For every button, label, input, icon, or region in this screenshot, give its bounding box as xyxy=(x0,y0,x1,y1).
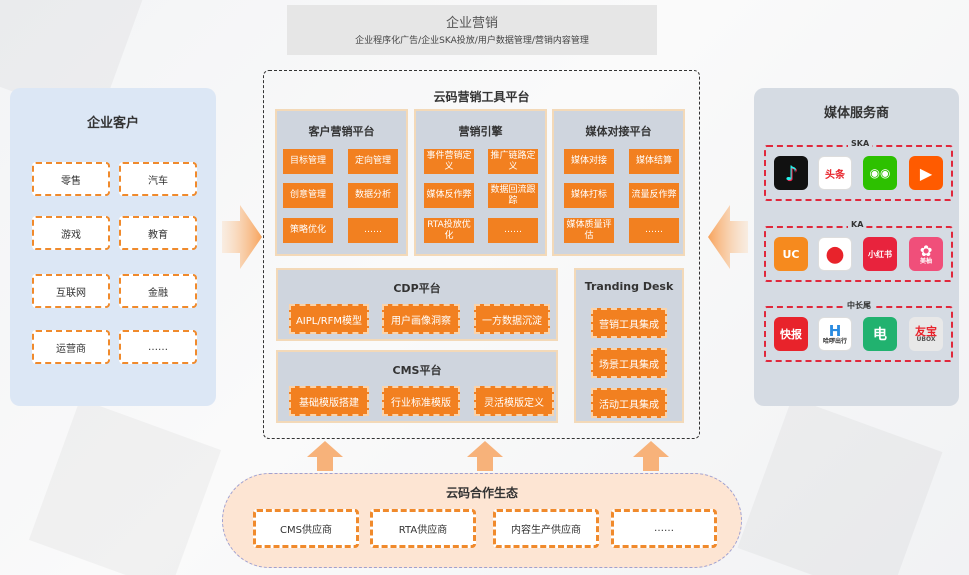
module-title: 营销引擎 xyxy=(458,125,503,138)
wechat-icon: ◉◉ xyxy=(863,156,897,190)
cms-module: CMS平台 基础模版搭建 行业标准模版 灵活模版定义 xyxy=(276,350,558,423)
marketing-engine-module: 营销引擎 事件营销定义 推广链路定义 媒体反作弊 数据回流跟踪 RTA投放优化 … xyxy=(414,109,547,256)
arrow-up-icon xyxy=(307,441,343,471)
customer-tag: 运营商 xyxy=(32,330,110,364)
customer-tag: 教育 xyxy=(119,216,197,250)
module-title: CDP平台 xyxy=(393,282,441,295)
xiaohongshu-icon: 小红书 xyxy=(863,237,897,271)
module-cell: …… xyxy=(488,218,538,243)
module-title: 客户营销平台 xyxy=(308,125,375,138)
group-label: KA xyxy=(848,220,867,229)
group-label: 中长尾 xyxy=(844,300,874,311)
module-cell: 媒体对接 xyxy=(564,149,614,174)
top-banner: 企业营销 企业程序化广告/企业SKA投放/用户数据管理/营销内容管理 xyxy=(287,5,657,55)
module-title: 媒体对接平台 xyxy=(585,125,652,138)
tomato-novel-icon: ● xyxy=(818,237,852,271)
module-cell: 策略优化 xyxy=(283,218,333,243)
meiyou-icon: ✿ 美柚 xyxy=(909,237,943,271)
module-cell: 事件营销定义 xyxy=(424,149,474,174)
yunma-marketing-platform: 云码营销工具平台 客户营销平台 目标管理 定向管理 创意管理 数据分析 策略优化… xyxy=(263,70,700,439)
media-group-long-tail: 中长尾 快报 H 哈啰出行 电 友宝 UBOX xyxy=(764,300,953,362)
module-cell: 数据回流跟踪 xyxy=(488,183,538,208)
panel-title: 媒体服务商 xyxy=(823,106,889,121)
module-cell: 活动工具集成 xyxy=(591,388,667,418)
trading-desk-module: Tranding Desk 营销工具集成 场景工具集成 活动工具集成 xyxy=(574,268,684,423)
arrow-right-icon xyxy=(222,205,262,269)
module-cell: 场景工具集成 xyxy=(591,348,667,378)
toutiao-icon: 头条 xyxy=(818,156,852,190)
cooperation-ecosystem: 云码合作生态 CMS供应商 RTA供应商 内容生产供应商 …… xyxy=(222,473,742,568)
haluo-icon: H 哈啰出行 xyxy=(818,317,852,351)
ecosystem-title: 云码合作生态 xyxy=(445,486,518,500)
media-group-ska: SKA ♪ 头条 ◉◉ ▶ xyxy=(764,139,953,201)
customer-tag: 游戏 xyxy=(32,216,110,250)
customer-tag: 汽车 xyxy=(119,162,197,196)
top-banner-subtitle: 企业程序化广告/企业SKA投放/用户数据管理/营销内容管理 xyxy=(355,36,589,46)
customer-tag: 互联网 xyxy=(32,274,110,308)
arrow-up-icon xyxy=(467,441,503,471)
module-cell: 数据分析 xyxy=(348,183,398,208)
ecosystem-tag: RTA供应商 xyxy=(370,509,476,548)
module-cell: 行业标准模版 xyxy=(382,386,460,416)
kuaibao-icon: 快报 xyxy=(774,317,808,351)
customer-tag: 金融 xyxy=(119,274,197,308)
background-decoration xyxy=(29,399,221,575)
media-group-ka: KA UC ● 小红书 ✿ 美柚 xyxy=(764,220,953,282)
customer-tag: …… xyxy=(119,330,197,364)
module-cell: 用户画像洞察 xyxy=(382,304,460,334)
kuaishou-icon: ▶ xyxy=(909,156,943,190)
enterprise-customers-panel: 企业客户 零售 汽车 游戏 教育 互联网 金融 运营商 …… xyxy=(10,88,216,406)
ecosystem-tag: CMS供应商 xyxy=(253,509,359,548)
panel-title: 企业客户 xyxy=(86,116,139,131)
top-banner-title: 企业营销 xyxy=(445,16,498,31)
module-cell: 流量反作弊 xyxy=(629,183,679,208)
module-cell: AIPL/RFM模型 xyxy=(289,304,369,334)
dianxin-icon: 电 xyxy=(863,317,897,351)
module-cell: 营销工具集成 xyxy=(591,308,667,338)
ecosystem-tag: 内容生产供应商 xyxy=(493,509,599,548)
module-title: Tranding Desk xyxy=(584,280,674,293)
arrow-up-icon xyxy=(633,441,669,471)
customer-marketing-module: 客户营销平台 目标管理 定向管理 创意管理 数据分析 策略优化 …… xyxy=(275,109,408,256)
group-label: SKA xyxy=(848,139,873,148)
module-cell: …… xyxy=(629,218,679,243)
module-cell: 推广链路定义 xyxy=(488,149,538,174)
media-providers-panel: 媒体服务商 SKA ♪ 头条 ◉◉ ▶ KA UC ● 小红书 ✿ 美柚 xyxy=(754,88,959,406)
module-cell: 灵活模版定义 xyxy=(474,386,554,416)
cdp-module: CDP平台 AIPL/RFM模型 用户画像洞察 一方数据沉淀 xyxy=(276,268,558,341)
youbao-icon: 友宝 UBOX xyxy=(909,317,943,351)
uc-browser-icon: UC xyxy=(774,237,808,271)
module-cell: …… xyxy=(348,218,398,243)
module-cell: 媒体质量评估 xyxy=(564,218,614,243)
customer-tag: 零售 xyxy=(32,162,110,196)
module-cell: 定向管理 xyxy=(348,149,398,174)
module-cell: 一方数据沉淀 xyxy=(474,304,550,334)
module-title: CMS平台 xyxy=(392,364,442,377)
media-docking-module: 媒体对接平台 媒体对接 媒体结算 媒体打标 流量反作弊 媒体质量评估 …… xyxy=(552,109,685,256)
module-cell: 媒体打标 xyxy=(564,183,614,208)
background-decoration xyxy=(737,397,942,575)
module-cell: 基础模版搭建 xyxy=(289,386,369,416)
module-cell: 目标管理 xyxy=(283,149,333,174)
module-cell: 创意管理 xyxy=(283,183,333,208)
platform-title: 云码营销工具平台 xyxy=(433,90,530,104)
module-cell: 媒体反作弊 xyxy=(424,183,474,208)
ecosystem-tag: …… xyxy=(611,509,717,548)
module-cell: RTA投放优化 xyxy=(424,218,474,243)
douyin-icon: ♪ xyxy=(774,156,808,190)
arrow-left-icon xyxy=(708,205,748,269)
module-cell: 媒体结算 xyxy=(629,149,679,174)
